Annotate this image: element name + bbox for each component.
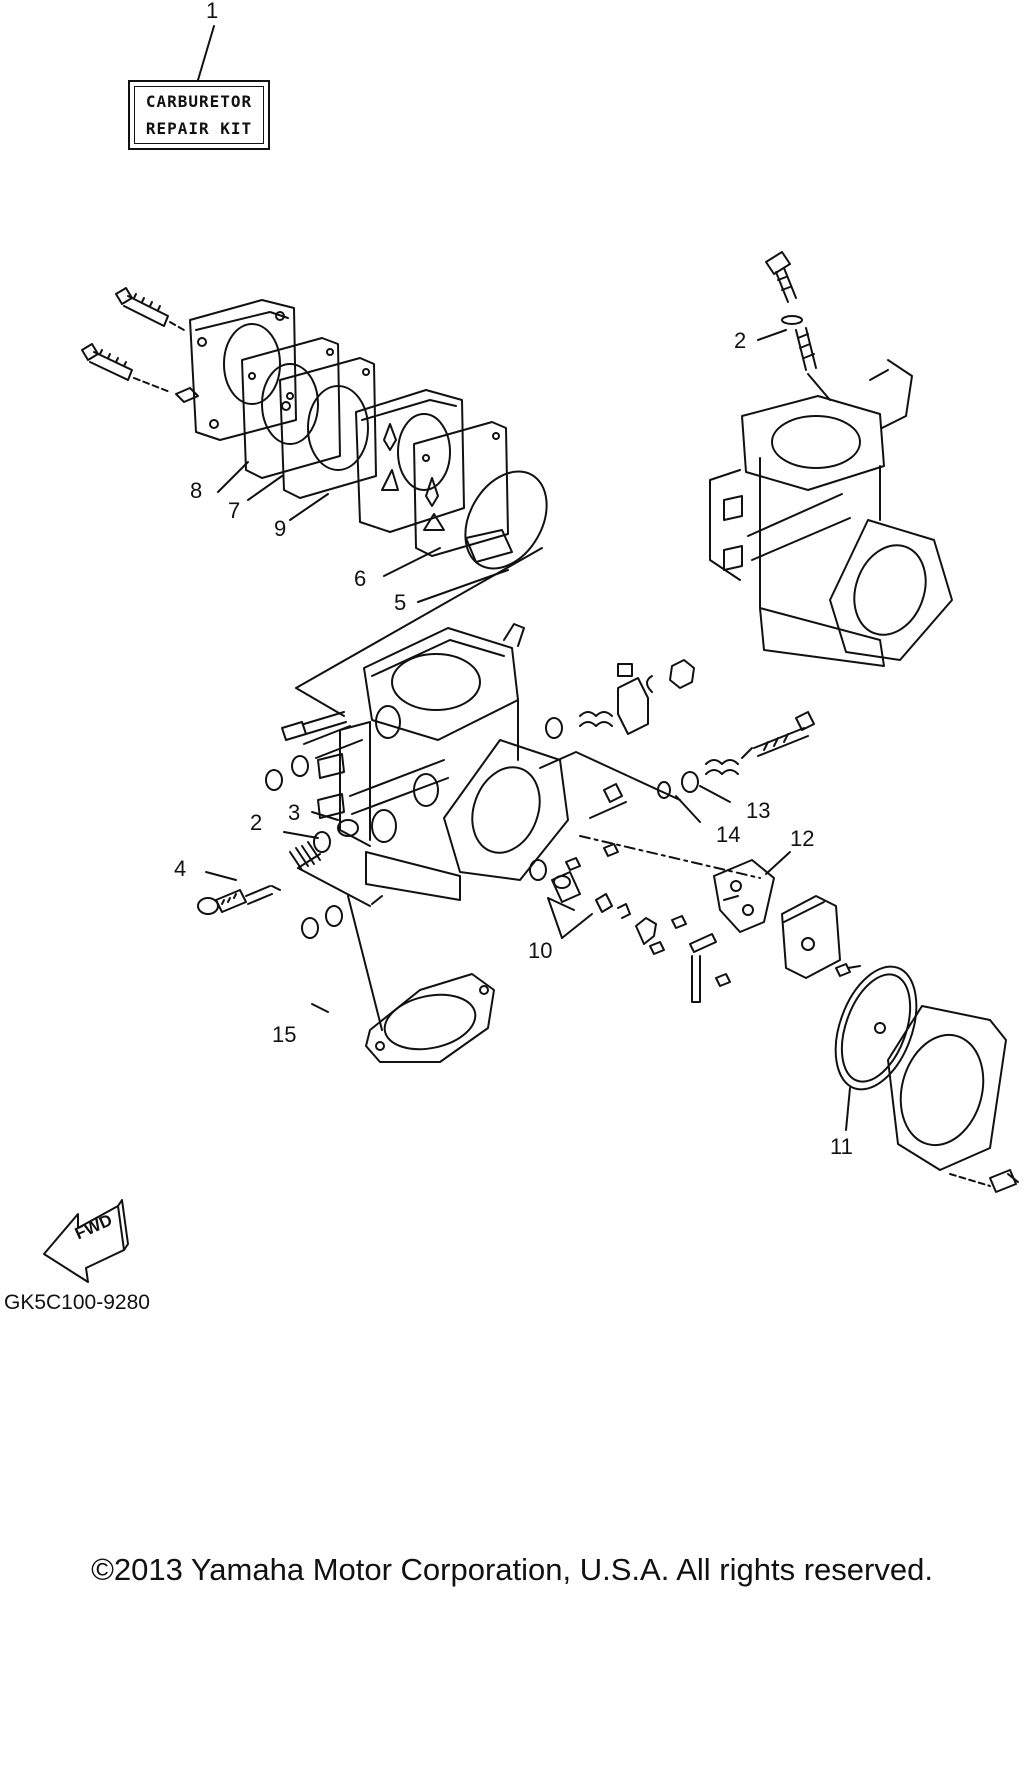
needle-valve-assembly	[741, 711, 815, 759]
lever-plate	[635, 917, 657, 945]
drawing-code: GK5C100-9280	[4, 1291, 150, 1314]
callout-5: 5	[394, 590, 407, 615]
hex-nut	[669, 659, 695, 689]
reed-body	[355, 389, 465, 533]
pump-gasket	[887, 1005, 1007, 1171]
leader-line-2b	[283, 831, 319, 839]
pump-screw	[989, 1169, 1019, 1193]
callout-9: 9	[274, 516, 287, 541]
clip-ring-1	[265, 769, 283, 791]
gasket-6	[413, 421, 509, 557]
leader-line-1	[197, 25, 215, 81]
pilot-spring	[289, 841, 321, 871]
cover-screw	[835, 963, 861, 977]
leader-line-9	[289, 493, 329, 521]
mounting-bolt-lower	[81, 343, 171, 393]
leader-line-12	[765, 851, 791, 875]
leader-line-6	[383, 547, 441, 577]
pump-cover	[781, 895, 841, 979]
leader-line-11	[845, 1087, 851, 1131]
bracket-screw	[617, 663, 633, 677]
gasket-7	[241, 337, 341, 479]
leader-line-8	[217, 461, 249, 493]
small-plug	[603, 843, 619, 857]
assembly-frame-lower	[297, 853, 371, 907]
callout-2-upper: 2	[734, 328, 747, 353]
leader-line-7	[247, 475, 283, 501]
cover-plate-8	[175, 299, 297, 441]
clip-ring-2	[301, 917, 319, 939]
shaft-link	[689, 933, 717, 953]
callout-7: 7	[228, 498, 241, 523]
o-ring-3	[337, 819, 359, 837]
callout-10: 10	[528, 938, 553, 963]
carburetor-repair-kit-label: CARBURETOR REPAIR KIT	[128, 80, 270, 150]
callout-13: 13	[746, 798, 771, 823]
frame-line-14	[539, 751, 681, 801]
callout-12: 12	[790, 826, 815, 851]
clip-bracket	[617, 903, 631, 919]
leader-line-2a	[757, 329, 787, 341]
circlip	[646, 675, 653, 693]
mounting-bolt-upper	[115, 287, 185, 331]
pin	[691, 955, 701, 1003]
callout-3: 3	[288, 800, 301, 825]
throttle-screw	[281, 711, 347, 741]
needle-spring	[705, 759, 739, 775]
gasket-12	[713, 859, 775, 933]
callout-4: 4	[174, 856, 187, 881]
o-ring-body	[529, 859, 547, 881]
pilot-screw-4	[197, 885, 281, 915]
washer-small-1	[291, 755, 309, 777]
callout-11: 11	[830, 1134, 853, 1159]
callout-14: 14	[716, 822, 741, 847]
throttle-spring	[579, 711, 613, 727]
lever-screw	[649, 941, 665, 955]
carburetor-assembly-complete	[709, 251, 953, 667]
lever-bracket	[617, 677, 649, 735]
washer-13	[681, 771, 699, 793]
leader-line-3	[311, 811, 339, 821]
copyright-notice: ©2013 Yamaha Motor Corporation, U.S.A. A…	[91, 1552, 933, 1587]
washer-small-2	[325, 905, 343, 927]
kit-label-line-2: REPAIR KIT	[145, 119, 253, 138]
reed-plate-9	[279, 357, 377, 499]
washer-2-lower	[313, 831, 331, 853]
callout-1: 1	[206, 0, 219, 23]
diaphragm-5	[464, 470, 548, 570]
set-screw	[715, 973, 731, 987]
leader-line-15	[311, 1003, 329, 1013]
spring-small	[671, 915, 687, 929]
cap-plug	[603, 783, 623, 803]
jet-assembly-10	[547, 871, 613, 939]
gasket-frame	[347, 895, 383, 1031]
forward-direction-arrow	[43, 1199, 129, 1283]
diaphragm-11	[834, 965, 918, 1091]
washer-upper	[545, 717, 563, 739]
leader-line-13	[699, 785, 731, 803]
callout-6: 6	[354, 566, 367, 591]
callout-15: 15	[272, 1022, 297, 1047]
callout-8: 8	[190, 478, 203, 503]
center-line	[579, 835, 761, 879]
assembly-frame-upper	[295, 547, 543, 717]
kit-label-line-1: CARBURETOR	[145, 92, 253, 111]
carburetor-body	[317, 623, 569, 901]
small-screw	[565, 857, 581, 871]
gasket-15	[365, 973, 495, 1063]
callout-2-lower: 2	[250, 810, 263, 835]
leader-line-4	[205, 871, 237, 881]
